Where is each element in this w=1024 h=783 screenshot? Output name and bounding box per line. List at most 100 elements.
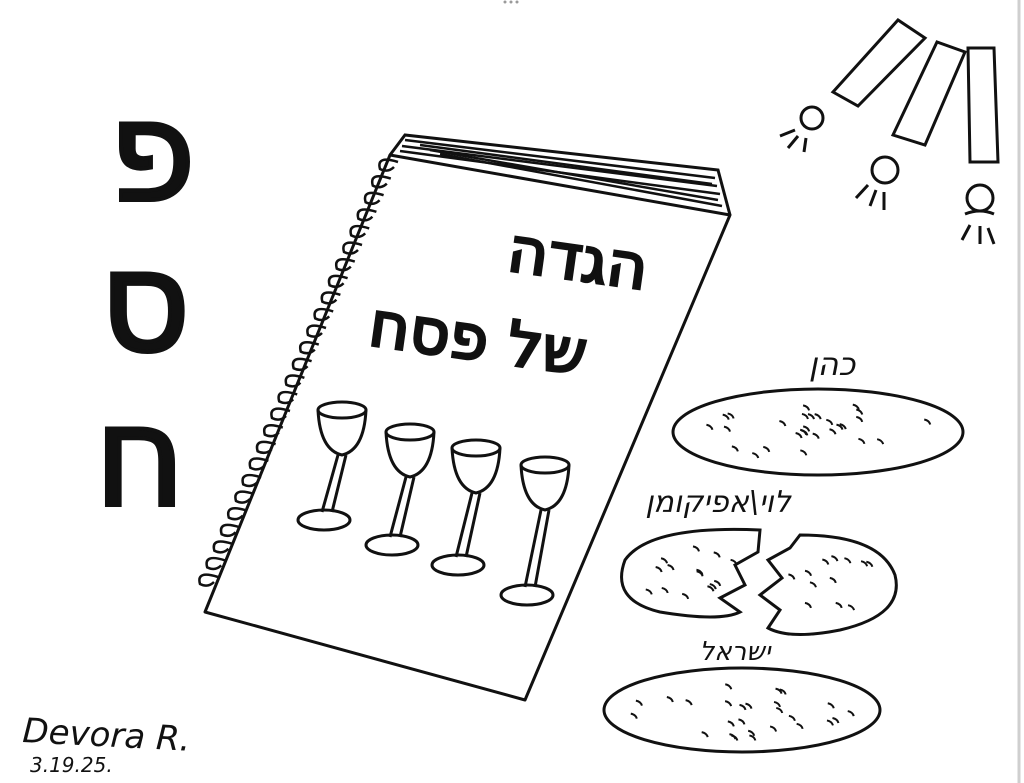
spiral-ring (291, 357, 312, 372)
matzah-mark (666, 696, 674, 703)
spiral-ring (284, 374, 305, 388)
matzah-mark (745, 702, 753, 709)
matzah-mark (829, 576, 837, 584)
matzah-mark (731, 445, 739, 452)
matzah-mark (752, 452, 760, 459)
four-cups (296, 400, 571, 607)
letter-pe: פ (108, 71, 195, 234)
matzah-mark (814, 413, 822, 420)
matzah-middle-broken (620, 527, 898, 637)
book-title-line1: הגדה (504, 213, 653, 305)
signature-date: 3.19.25. (30, 753, 113, 777)
matzah-mark (788, 573, 796, 580)
matzah-label-top: כהן (809, 345, 857, 383)
spiral-ring (378, 158, 399, 172)
spiral-ring (320, 291, 341, 305)
matzah-mark (773, 700, 782, 708)
haggadah-book: הגדה של פסח (198, 133, 732, 702)
matzah-mark (738, 718, 746, 725)
matzah-top (671, 387, 965, 477)
matzah-mark (856, 415, 864, 423)
matzah-bottom (602, 666, 882, 754)
matzah-mark (630, 712, 638, 719)
matzah-mark (635, 699, 643, 706)
matzah-mark (801, 412, 809, 420)
matzah-mark (707, 585, 715, 592)
spiral-ring (349, 224, 370, 239)
matzah-mark (730, 558, 738, 566)
matzah-mark (692, 545, 700, 552)
top-dots (503, 0, 519, 4)
matzah-mark (660, 557, 669, 564)
matzah-mark (681, 592, 690, 600)
sun-rays-decoration (779, 18, 1000, 245)
spiral-ring (334, 258, 356, 272)
matzah-mark (802, 404, 811, 411)
spiral-ring (219, 523, 240, 538)
spiral-ring (205, 556, 226, 571)
matzah-mark (844, 557, 852, 564)
matzah-perforations (630, 403, 932, 741)
matzah-mark (685, 699, 693, 706)
spiral-ring (342, 241, 363, 255)
matzah-mark (747, 729, 756, 737)
spiral-ring (226, 507, 248, 521)
pesach-vertical-title: פ ס ח (92, 69, 197, 541)
matzah-mark (779, 420, 787, 427)
spiral-ring (270, 407, 291, 421)
matzah-mark (804, 569, 813, 577)
matzah-mark (924, 418, 932, 425)
matzah-mark (776, 706, 784, 714)
signature-block: Devora R. 3.19.25. (22, 711, 192, 777)
wine-cup (296, 400, 368, 532)
matzah-mark (876, 438, 885, 445)
wine-cup (364, 422, 436, 557)
matzah-mark (827, 702, 835, 709)
wine-cup (499, 455, 571, 607)
spiral-ring (363, 191, 384, 206)
book-title-line2: של פסח (365, 287, 591, 390)
matzah-mark (723, 425, 731, 432)
matzah-mark (847, 604, 856, 611)
matzah-mark (836, 423, 844, 430)
matzah-mark (739, 703, 747, 711)
matzah-mark (769, 725, 778, 732)
spiral-ring (198, 573, 219, 587)
matzah-mark (858, 437, 866, 445)
spiral-ring (262, 424, 284, 438)
matzah-mark (802, 425, 811, 432)
matzah-mark (866, 560, 874, 568)
matzah-mark (727, 720, 735, 727)
matzah-mark (727, 412, 735, 419)
signature-name: Devora R. (22, 711, 192, 760)
matzah-label-bottom: ישראל (699, 637, 771, 667)
spiral-ring (298, 341, 320, 355)
book-pages-top (388, 133, 732, 216)
matzah-mark (725, 683, 733, 690)
matzah-mark (809, 581, 817, 588)
spiral-ring (306, 324, 327, 338)
matzah-mark (724, 700, 733, 707)
matzah-mark (722, 413, 730, 420)
matzah-mark (696, 570, 704, 577)
matzah-mark (795, 432, 803, 439)
matzah-mark (822, 558, 830, 565)
matzah-mark (749, 734, 757, 741)
matzah-mark (661, 586, 669, 594)
wine-cup (430, 438, 502, 577)
matzah-label-middle: לוי\אפיקומן (645, 485, 791, 520)
spiral-ring (370, 175, 392, 189)
matzah-mark (796, 722, 804, 730)
spiral-ring (241, 473, 262, 488)
matzah-mark (831, 555, 839, 562)
matzah-mark (826, 418, 834, 426)
letter-samekh: ס (100, 221, 191, 384)
matzah-mark (667, 564, 675, 571)
matzah-mark (788, 714, 796, 722)
matzah-mark (852, 403, 860, 410)
matzah-mark (709, 583, 717, 590)
spiral-ring (313, 307, 334, 322)
matzah-mark (826, 719, 834, 726)
matzah-mark (779, 688, 787, 695)
